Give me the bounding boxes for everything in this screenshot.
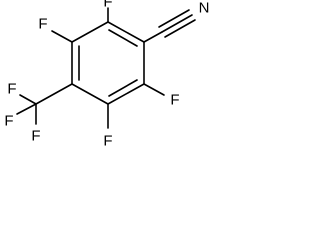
atom-labels: F F F F F F F N xyxy=(4,0,209,150)
bond-to-f-cf3-upper xyxy=(19,94,37,105)
atom-label-f-upper-left: F xyxy=(38,16,47,33)
ring-bond-4 xyxy=(71,83,109,105)
atom-label-f-cf3-left: F xyxy=(4,113,13,130)
nitrile-triple-bond-1 xyxy=(161,14,193,33)
ring-bond-6 xyxy=(71,21,109,43)
benzene-ring xyxy=(71,21,145,105)
bond-to-f-upper-left xyxy=(51,30,73,43)
atom-label-f-cf3-upper: F xyxy=(7,81,16,98)
bond-to-f-cf3-left xyxy=(16,103,37,115)
atom-label-f-cf3-lower: F xyxy=(31,128,40,145)
nitrile-single-bond xyxy=(143,31,163,43)
ring-bond-3 xyxy=(107,83,145,105)
nitrile-triple-bond-2 xyxy=(158,9,190,28)
atom-label-nitrile-n: N xyxy=(199,0,210,17)
nitrile-group xyxy=(143,9,196,43)
ring-double-bond-inner-1 xyxy=(108,29,138,47)
atom-label-f-top: F xyxy=(103,0,112,11)
nitrile-triple-bond-3 xyxy=(164,19,196,38)
ring-fluorine-bonds xyxy=(51,7,165,129)
bond-to-f-right xyxy=(143,83,165,96)
ring-bond-1 xyxy=(107,21,145,43)
atom-label-f-right: F xyxy=(170,92,179,109)
molecule-structure-diagram: F F F F F F F N xyxy=(4,0,209,150)
atom-label-f-bottom: F xyxy=(103,133,112,150)
trifluoromethyl-group xyxy=(16,83,73,125)
ring-double-bond-inner-2 xyxy=(108,79,138,97)
bond-ring-to-cf3 xyxy=(35,83,73,105)
